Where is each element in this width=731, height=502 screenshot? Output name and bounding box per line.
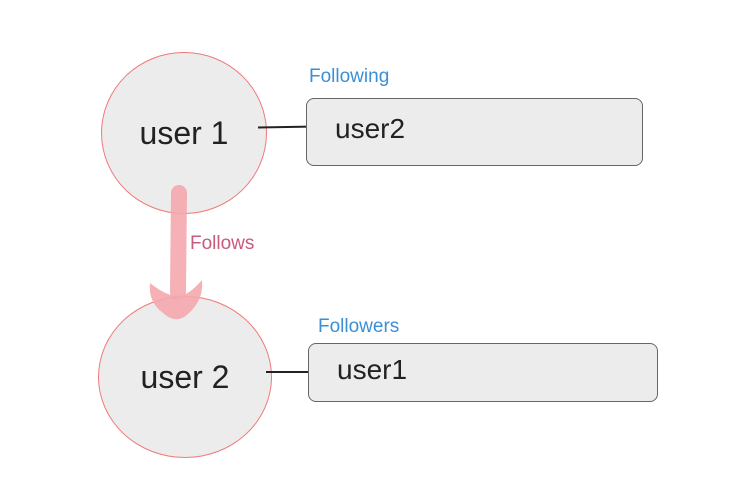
following-caption: Following xyxy=(309,66,390,87)
followers-list-item: user1 xyxy=(337,354,408,385)
user-2-label: user 2 xyxy=(140,358,230,395)
followers-caption: Followers xyxy=(318,316,400,337)
follows-label: Follows xyxy=(190,233,255,254)
user-2-node: user 2 xyxy=(98,296,272,458)
following-list-box: user2 xyxy=(306,98,643,166)
following-list-item: user2 xyxy=(335,113,406,144)
user-1-node: user 1 xyxy=(101,52,267,214)
user-1-label: user 1 xyxy=(139,114,229,151)
user-2-connector-line xyxy=(266,371,318,373)
followers-list-box: user1 xyxy=(308,343,658,402)
